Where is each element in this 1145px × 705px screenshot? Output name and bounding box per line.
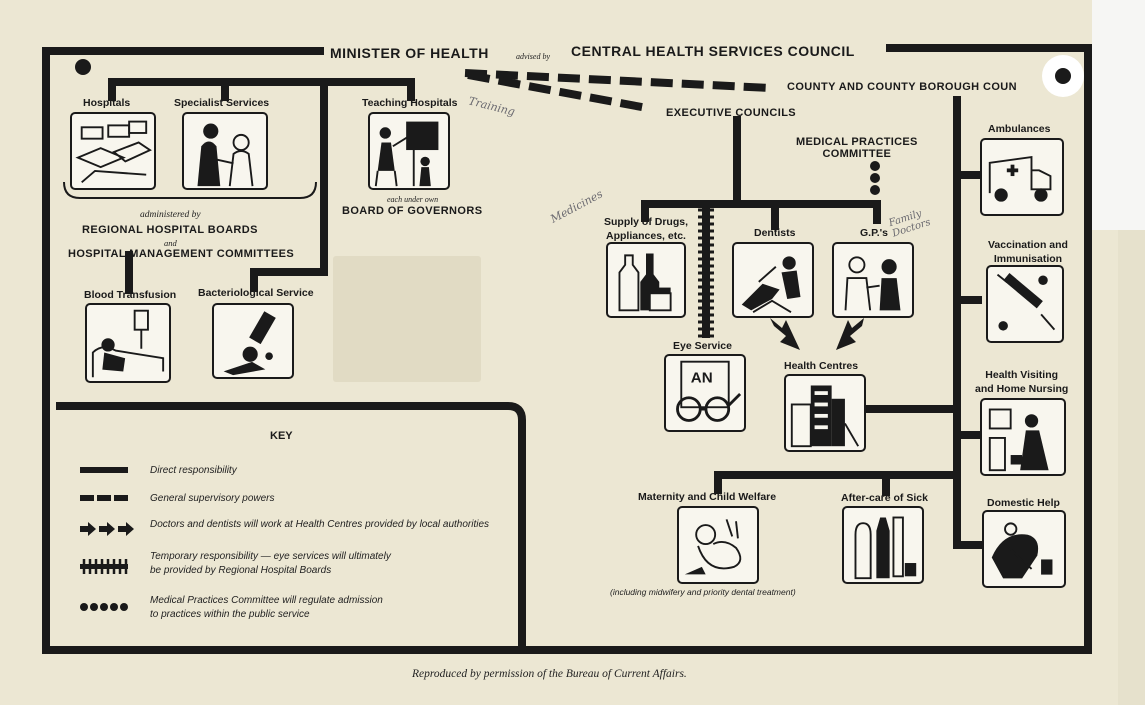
mpc-dotted-line: [870, 161, 880, 195]
ambulance-illustration: [980, 138, 1064, 216]
administered-by-text: administered by: [140, 210, 201, 220]
key-item-arrows: Doctors and dentists will work at Health…: [150, 519, 490, 530]
each-under-text: each under own: [387, 195, 439, 204]
gp-illustration: [832, 242, 914, 318]
key-frame-line: [56, 402, 526, 649]
domestic-label: Domestic Help: [987, 497, 1060, 509]
visiting-label: Health Visiting and Home Nursing: [975, 369, 1069, 395]
key-title: KEY: [270, 430, 293, 442]
aftercare-label: After-care of Sick: [841, 492, 928, 504]
eye-label: Eye Service: [673, 340, 732, 352]
paper-edge: [1118, 230, 1145, 705]
health-centre-illustration: [784, 374, 866, 452]
minister-title: MINISTER OF HEALTH: [330, 45, 489, 61]
healthcentres-label: Health Centres: [784, 360, 859, 372]
dentists-label: Dentists: [754, 227, 796, 239]
blood-label: Blood Transfusion: [84, 289, 177, 301]
maternity-note: (including midwifery and priority dental…: [610, 587, 796, 597]
teaching-label: Teaching Hospitals: [362, 97, 458, 109]
maternity-link-line: [714, 471, 961, 494]
eye-hatched-line: [698, 206, 714, 338]
vaccination-label: Vaccination and Immunisation: [988, 239, 1068, 265]
outer-frame-line: [42, 44, 1092, 654]
eye-service-illustration: AN: [664, 354, 746, 432]
council-title: CENTRAL HEALTH SERVICES COUNCIL: [571, 43, 855, 59]
punch-hole: [75, 59, 91, 75]
drugs-illustration: [606, 242, 686, 318]
ambulances-label: Ambulances: [988, 123, 1051, 135]
backing-sheet: [1092, 0, 1145, 230]
key-samples: [80, 467, 134, 611]
key-item-dotted: Medical Practices Committee will regulat…: [150, 595, 383, 620]
footer-credit: Reproduced by permission of the Bureau o…: [412, 668, 687, 680]
tape-patch: [333, 256, 481, 382]
committees-label: HOSPITAL MANAGEMENT COMMITTEES: [68, 248, 295, 260]
boards-label: REGIONAL HOSPITAL BOARDS: [82, 224, 258, 236]
executive-label: EXECUTIVE COUNCILS: [666, 107, 797, 119]
maternity-label: Maternity and Child Welfare: [638, 491, 777, 503]
key-item-hatched: Temporary responsibility — eye services …: [150, 551, 391, 576]
key-item-dashed: General supervisory powers: [150, 493, 275, 504]
specialist-illustration: [182, 112, 268, 190]
drugs-label: Supply of Drugs, Appliances, etc.: [604, 216, 688, 242]
advised-by-text: advised by: [516, 52, 550, 61]
hospital-spine-line: [250, 78, 328, 292]
governors-label: BOARD OF GOVERNORS: [342, 205, 483, 217]
aftercare-illustration: [842, 506, 924, 584]
hospitals-label: Hospitals: [83, 97, 131, 109]
executive-bar-line: [641, 200, 881, 224]
county-label: COUNTY AND COUNTY BOROUGH COUN: [787, 81, 1017, 93]
bacterio-label: Bacteriological Service: [198, 287, 314, 299]
county-dashed-line: [464, 69, 771, 92]
eye-chart-text: AN: [691, 370, 713, 387]
blood-transfusion-illustration: [85, 303, 171, 383]
home-nursing-illustration: [980, 398, 1066, 476]
domestic-help-illustration: [982, 510, 1066, 588]
specialist-label: Specialist Services: [174, 97, 270, 109]
microscope-illustration: [212, 303, 294, 379]
hospitals-illustration: [70, 112, 156, 190]
mpc-label: MEDICAL PRACTICES COMMITTEE: [796, 136, 918, 160]
arrow-marks: [770, 318, 864, 350]
and-text: and: [164, 238, 177, 248]
maternity-illustration: [677, 506, 759, 584]
county-spine-line: [953, 96, 982, 549]
teaching-illustration: [368, 112, 450, 190]
hospital-top-line: [108, 78, 415, 101]
key-item-solid: Direct responsibility: [150, 465, 237, 476]
syringe-illustration: [986, 265, 1064, 343]
dentist-illustration: [732, 242, 814, 318]
gps-label: G.P.'s: [860, 227, 888, 239]
